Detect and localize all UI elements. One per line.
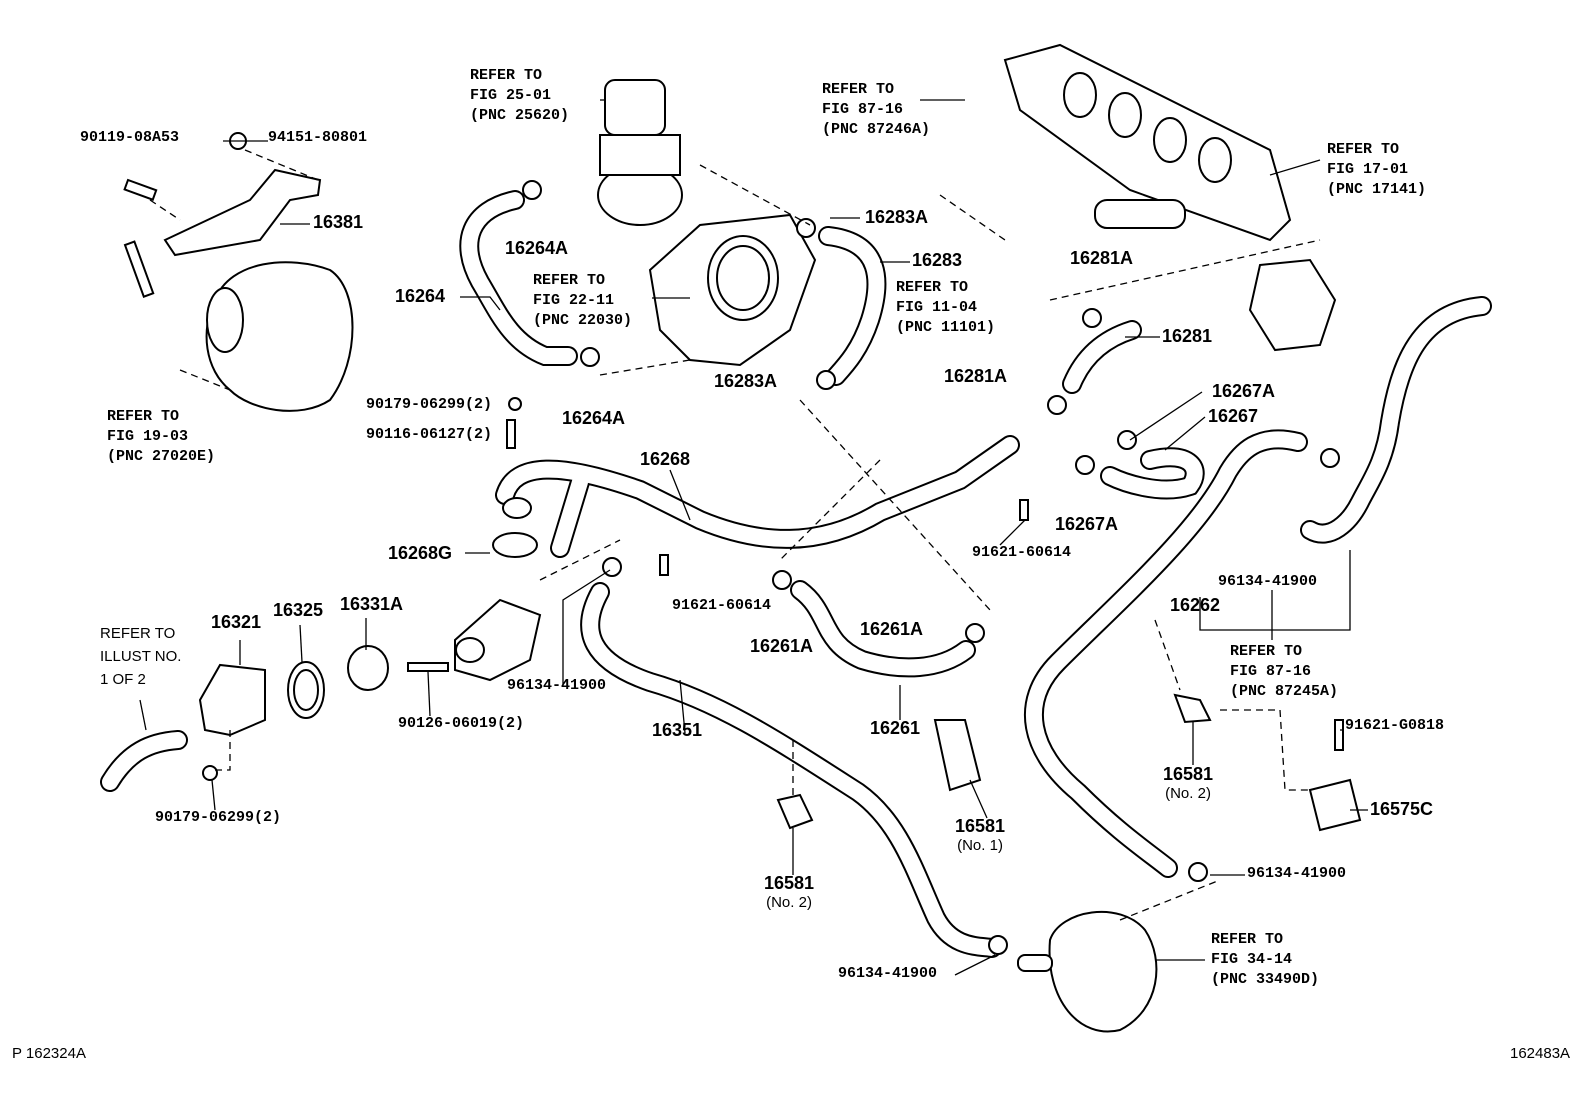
refer-note-fig-17-01: REFER TO FIG 17-01 (PNC 17141) [1327,140,1426,200]
refer-line: (PNC 33490D) [1211,971,1320,988]
part-label: 16267A [1212,381,1276,401]
part-label: 16268G [388,543,453,563]
part-label: 96134-41900 [838,965,938,982]
part-label: 90179-06299(2) [366,396,493,413]
refer-line: REFER TO [896,279,969,296]
refer-line: REFER TO [107,408,180,425]
part-label: 16351 [652,720,703,740]
refer-note-fig-19-03: REFER TO FIG 19-03 (PNC 27020E) [107,407,215,467]
part-label: 16575C [1370,799,1434,819]
refer-line: REFER TO [822,81,895,98]
part-number: 16581 [955,816,1006,836]
refer-line: (PNC 25620) [470,107,570,124]
part-label: 16281A [944,366,1008,386]
refer-line: 1 OF 2 [100,671,146,688]
refer-line: FIG 34-14 [1211,951,1293,968]
refer-line: (PNC 87245A) [1230,683,1339,700]
part-number: 16581 [764,873,815,893]
part-sub: (No. 1) [957,837,1003,854]
part-label: 16283 [912,250,963,270]
part-label: 16264 [395,286,446,306]
refer-line: FIG 87-16 [1230,663,1312,680]
part-label: 16325 [273,600,324,620]
part-label: 16267A [1055,514,1119,534]
refer-line: FIG 22-11 [533,292,615,309]
part-label: 16381 [313,212,364,232]
refer-line: (PNC 27020E) [107,448,216,465]
refer-line: REFER TO [1327,141,1400,158]
part-label: 16281 [1162,326,1213,346]
part-label-clip-no1: 16581(No. 1) [955,816,1005,854]
refer-note-fig-11-04: REFER TO FIG 11-04 (PNC 11101) [896,278,995,338]
refer-line: (PNC 11101) [896,319,996,336]
part-label-clip-no2: 16581(No. 2) [764,873,814,911]
part-label: 16261A [860,619,924,639]
part-label: 91621-G0818 [1345,717,1445,734]
refer-note-fig-87-16-a: REFER TO FIG 87-16 (PNC 87246A) [822,80,930,140]
part-label: 16261 [870,718,921,738]
refer-line: FIG 87-16 [822,101,904,118]
refer-note-fig-34-14: REFER TO FIG 34-14 (PNC 33490D) [1211,930,1319,990]
part-sub: (No. 2) [766,894,812,911]
part-label: 16268 [640,449,691,469]
part-label: 96134-41900 [1247,865,1347,882]
part-label-clip-no2: 16581(No. 2) [1163,764,1213,802]
part-label: 16261A [750,636,814,656]
part-number: 16581 [1163,764,1214,784]
refer-line: REFER TO [1230,643,1303,660]
refer-note-fig-25-01: REFER TO FIG 25-01 (PNC 25620) [470,66,569,126]
part-label: 16262 [1170,595,1221,615]
refer-line: REFER TO [470,67,543,84]
part-label: 91621-60614 [972,544,1072,561]
refer-line: ILLUST NO. [100,648,182,665]
refer-line: (PNC 17141) [1327,181,1427,198]
refer-line: FIG 11-04 [896,299,978,316]
refer-line: REFER TO [533,272,606,289]
refer-line: REFER TO [1211,931,1284,948]
refer-line: FIG 25-01 [470,87,552,104]
part-label: 16281A [1070,248,1134,268]
part-label: 96134-41900 [1218,573,1318,590]
dashed-leaders [149,149,1321,921]
part-label: 16283A [714,371,778,391]
part-label: 16264A [505,238,569,258]
part-label: 90119-08A53 [80,129,180,146]
refer-line: (PNC 87246A) [822,121,931,138]
solid-leaders [139,99,1368,976]
part-label: 90179-06299(2) [155,809,282,826]
refer-note-illust-1-of-2: REFER TO ILLUST NO. 1 OF 2 [100,622,181,691]
part-label: 90116-06127(2) [366,426,493,443]
refer-note-fig-87-16-b: REFER TO FIG 87-16 (PNC 87245A) [1230,642,1338,702]
part-label: 16267 [1208,406,1259,426]
part-label: 16331A [340,594,404,614]
refer-line: FIG 17-01 [1327,161,1409,178]
part-label: 94151-80801 [268,129,368,146]
part-label: 96134-41900 [507,677,607,694]
footer-right-code: 162483A [1510,1045,1571,1062]
refer-note-fig-22-11: REFER TO FIG 22-11 (PNC 22030) [533,271,632,331]
part-sub: (No. 2) [1165,785,1211,802]
part-label: 16321 [211,612,262,632]
part-label: 16283A [865,207,929,227]
components [123,43,1362,1033]
part-label: 90126-06019(2) [398,715,525,732]
refer-line: REFER TO [100,625,176,642]
part-label: 91621-60614 [672,597,772,614]
refer-line: FIG 19-03 [107,428,189,445]
footer-left-code: P 162324A [12,1045,86,1062]
refer-line: (PNC 22030) [533,312,633,329]
part-label: 16264A [562,408,626,428]
